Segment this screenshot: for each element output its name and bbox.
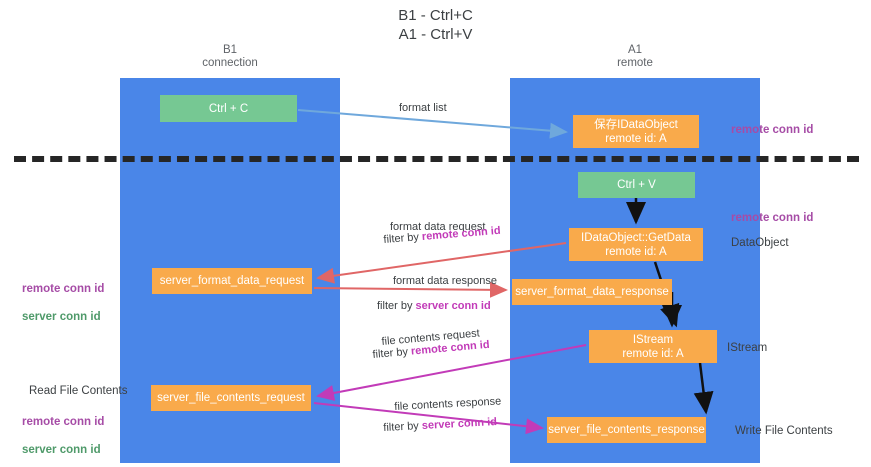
- filter-prefix: filter by: [372, 345, 412, 361]
- node-server-file-contents-request[interactable]: server_file_contents_request: [151, 385, 311, 411]
- node-save-idataobject[interactable]: 保存IDataObject remote id: A: [573, 115, 699, 148]
- phase-separator: [14, 156, 859, 162]
- annotation-server-conn-id: server conn id: [22, 311, 101, 323]
- edge-label-format-data-request: format data request: [390, 221, 486, 233]
- annotation-remote-conn-id: remote conn id: [22, 416, 105, 428]
- edge-label-format-list: format list: [399, 102, 447, 114]
- annotation-dataobject: DataObject: [731, 237, 789, 249]
- edge-label-file-contents-response: file contents response: [394, 395, 502, 413]
- node-ctrl-v[interactable]: Ctrl + V: [578, 172, 695, 198]
- annotation-istream: IStream: [727, 342, 768, 354]
- annotation-remote-conn-id: remote conn id: [22, 283, 105, 295]
- server-conn-id-token: server conn id: [415, 300, 491, 312]
- annotation-read-file-contents: Read File Contents: [29, 385, 128, 397]
- filter-prefix: filter by: [383, 419, 423, 434]
- filter-prefix: filter by: [377, 300, 416, 312]
- node-server-format-data-request[interactable]: server_format_data_request: [152, 268, 312, 294]
- edge-label-filter-server-conn-id-2: filter by server conn id: [383, 415, 497, 435]
- filter-prefix: filter by: [383, 230, 423, 246]
- server-conn-id-token: server conn id: [421, 416, 498, 432]
- edge-label-format-data-response: format data response: [393, 275, 497, 287]
- annotation-server-conn-id: server conn id: [22, 444, 101, 456]
- page-title: B1 - Ctrl+C A1 - Ctrl+V: [398, 7, 473, 43]
- edge-format-data-response: [313, 281, 508, 298]
- column-header-b1: B1 connection: [202, 44, 258, 69]
- annotation-remote-conn-id-mid: remote conn id: [731, 212, 814, 224]
- annotation-left-conn-ids-2: remote conn id server conn id: [22, 401, 104, 467]
- node-server-format-data-response[interactable]: server_format_data_response: [512, 279, 672, 305]
- annotation-remote-conn-id-top: remote conn id: [731, 124, 814, 136]
- node-server-file-contents-response[interactable]: server_file_contents_response: [547, 417, 706, 443]
- column-header-a1: A1 remote: [617, 44, 653, 69]
- node-ctrl-c[interactable]: Ctrl + C: [160, 95, 297, 122]
- node-istream[interactable]: IStream remote id: A: [589, 330, 717, 363]
- edge-label-filter-server-conn-id-1: filter by server conn id: [377, 299, 491, 313]
- annotation-left-conn-ids-1: remote conn id server conn id: [22, 268, 104, 338]
- annotation-write-file-contents: Write File Contents: [735, 425, 833, 437]
- node-idataobject-getdata[interactable]: IDataObject::GetData remote id: A: [569, 228, 703, 261]
